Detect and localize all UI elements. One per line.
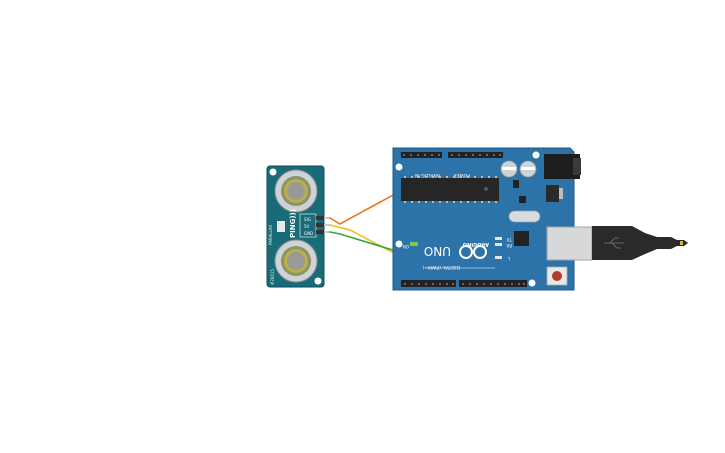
sensor-brand-label: PARALLAX <box>268 224 273 245</box>
ultrasonic-sensor[interactable]: PING))) PARALLAX #28015 SIG 5V GND <box>266 165 330 288</box>
tx-label: TX <box>507 237 513 242</box>
power-jack[interactable] <box>544 154 581 179</box>
sensor-pin-label-gnd: GND <box>304 231 313 236</box>
arduino-brand-label: ARDUINO <box>463 241 489 247</box>
arduino-mount-hole <box>528 279 536 287</box>
digital-headers[interactable] <box>401 280 527 287</box>
analog-power-headers[interactable] <box>401 152 503 158</box>
digital-pwm-label: DIGITAL (PWM~) <box>422 264 460 270</box>
sensor-chip <box>277 221 285 232</box>
small-ic <box>513 180 519 188</box>
sensor-model-label: PING))) <box>289 209 297 238</box>
rx-label: RX <box>506 243 512 248</box>
sensor-part-label: #28015 <box>270 268 275 285</box>
sensor-mount-hole <box>269 168 277 176</box>
usb-socket[interactable] <box>546 226 593 261</box>
sensor-mount-hole <box>314 277 322 285</box>
usb-icon <box>604 237 624 249</box>
voltage-regulator <box>546 185 563 202</box>
arduino-uno[interactable]: ANALOG IN POWER <box>392 147 593 291</box>
analog-in-label: ANALOG IN <box>415 172 440 178</box>
arduino-model-label: UNO <box>424 244 451 258</box>
power-led <box>410 242 418 246</box>
on-label: ON <box>403 244 409 249</box>
small-ic <box>519 196 526 203</box>
sensor-transducer-bottom <box>274 239 318 283</box>
sensor-pin-label-sig: SIG <box>304 217 311 222</box>
usb-chip <box>514 231 529 246</box>
sensor-header-pins[interactable] <box>316 216 330 234</box>
reset-button[interactable] <box>546 266 568 286</box>
status-leds <box>495 237 502 259</box>
crystal-oscillator <box>508 210 541 223</box>
atmega-chip <box>401 176 499 203</box>
l-label: L <box>507 256 510 261</box>
usb-plug <box>592 226 688 260</box>
sensor-transducer-top <box>274 169 318 213</box>
arduino-mount-hole <box>395 163 403 171</box>
arduino-mount-hole <box>395 240 403 248</box>
arduino-infinity-logo <box>459 245 487 259</box>
arduino-mount-hole <box>532 151 540 159</box>
capacitors <box>500 160 537 178</box>
sensor-pin-label-5v: 5V <box>304 224 310 229</box>
usb-cable-tip <box>680 241 683 245</box>
power-label: POWER <box>453 172 470 178</box>
usb-cable[interactable] <box>592 226 688 260</box>
